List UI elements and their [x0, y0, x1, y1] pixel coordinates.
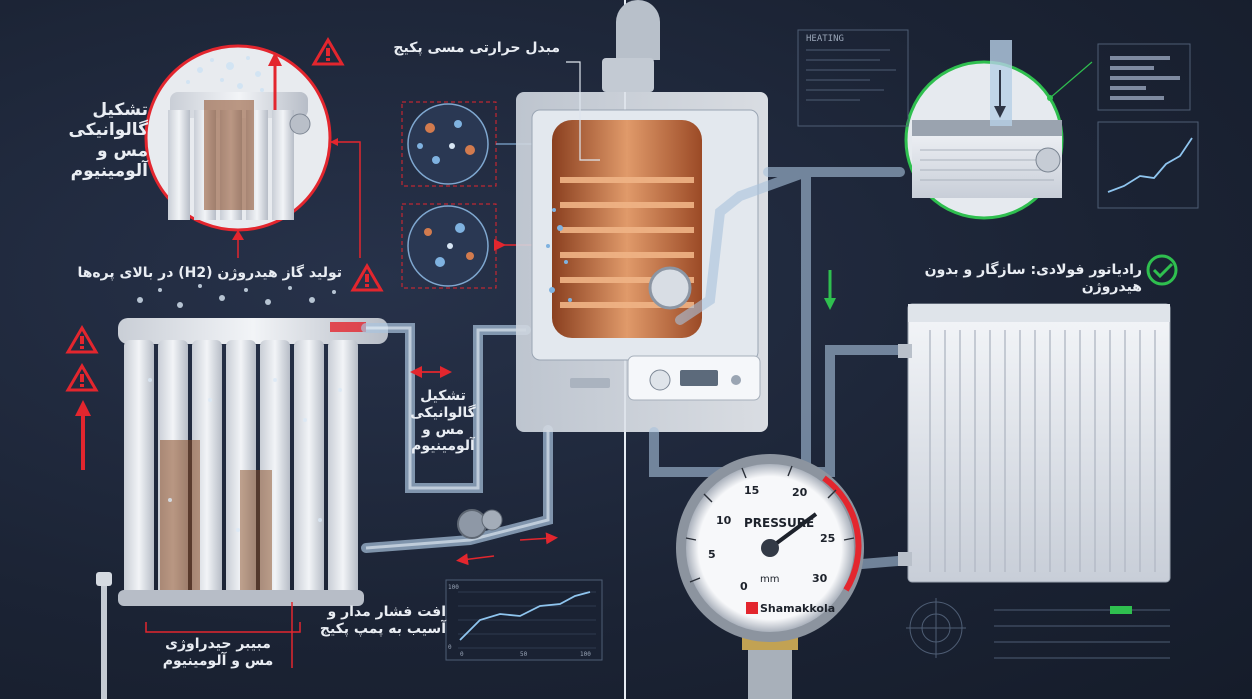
gauge-tick: 25	[820, 532, 836, 545]
gauge-unit: mm	[760, 574, 780, 585]
steel-radiator	[898, 303, 1171, 583]
hud-sliders	[994, 606, 1170, 659]
flow-arrow	[456, 553, 495, 566]
gauge-tick: 0	[740, 580, 748, 593]
hud-panel	[797, 29, 909, 127]
connector-line	[330, 141, 361, 258]
bubbles-top	[186, 56, 264, 92]
brand-logo: Shamakkola	[760, 602, 836, 615]
gauge-tick: 5	[708, 548, 716, 561]
chart-x-tick: 0	[460, 651, 464, 658]
pressure-chart	[445, 579, 603, 661]
chart-x-tick: 100	[580, 651, 591, 658]
flow-arrow	[519, 532, 558, 545]
pump-valve	[457, 509, 503, 539]
label-steel-radiator: رادیاتور فولادی: سازگار و بدون هیدروژن	[924, 262, 1142, 295]
label-galvanic-mid: تشکیل گالوانیکی مس و آلومینیوم	[410, 388, 476, 455]
zoom-circle-corroded	[144, 44, 332, 232]
chart-y-tick: 0	[448, 644, 452, 651]
boiler-unit	[516, 0, 768, 432]
molecule-circle-top	[401, 101, 497, 187]
green-arrow	[824, 270, 836, 310]
label-hydrogen-gas: تولید گاز هیدروژن (H2) در بالای پره‌ها	[77, 265, 342, 281]
connector-line	[566, 61, 600, 161]
warning-icon	[311, 37, 345, 66]
label-heating: HEATING	[806, 34, 844, 44]
drain-valve	[96, 572, 112, 699]
molecule-circle-bottom	[401, 203, 497, 289]
label-pressure-drop: افت فشار مدار و آسیب به پمپ پکیج	[319, 604, 446, 637]
pressure-gauge	[676, 454, 864, 699]
aluminium-radiator	[118, 318, 388, 606]
bubbles-boiler	[546, 208, 572, 302]
chart-x-tick: 50	[520, 651, 528, 658]
trend-panel	[1097, 121, 1199, 209]
gauge-tick: 20	[792, 486, 808, 499]
bubbles-radiator	[137, 284, 342, 532]
connector-line	[1049, 61, 1093, 99]
warning-icon	[350, 263, 384, 292]
left-pipes-core	[365, 326, 550, 550]
label-galvanic-top: تشکیل گالوانیکی مس و آلومینیوم	[68, 100, 148, 182]
bracket-line	[145, 622, 301, 633]
up-arrow-icon	[75, 400, 91, 470]
check-icon	[1146, 254, 1178, 286]
warning-icon	[65, 325, 99, 354]
label-copper-exchanger: مبدل حرارتی مسی پکیج	[393, 40, 560, 56]
warning-icon	[65, 363, 99, 392]
gauge-tick: 15	[744, 484, 760, 497]
zoom-circle-steel	[904, 40, 1064, 220]
gauge-title: PRESSURE	[744, 516, 815, 530]
bar-panel	[1097, 43, 1191, 111]
gauge-tick: 30	[812, 572, 828, 585]
chart-y-tick: 100	[448, 584, 459, 591]
label-bottom-left: مبیبر حیدراوژی مس و آلومینیوم	[162, 636, 274, 669]
gauge-tick: 10	[716, 514, 732, 527]
hud-dial	[906, 598, 966, 658]
